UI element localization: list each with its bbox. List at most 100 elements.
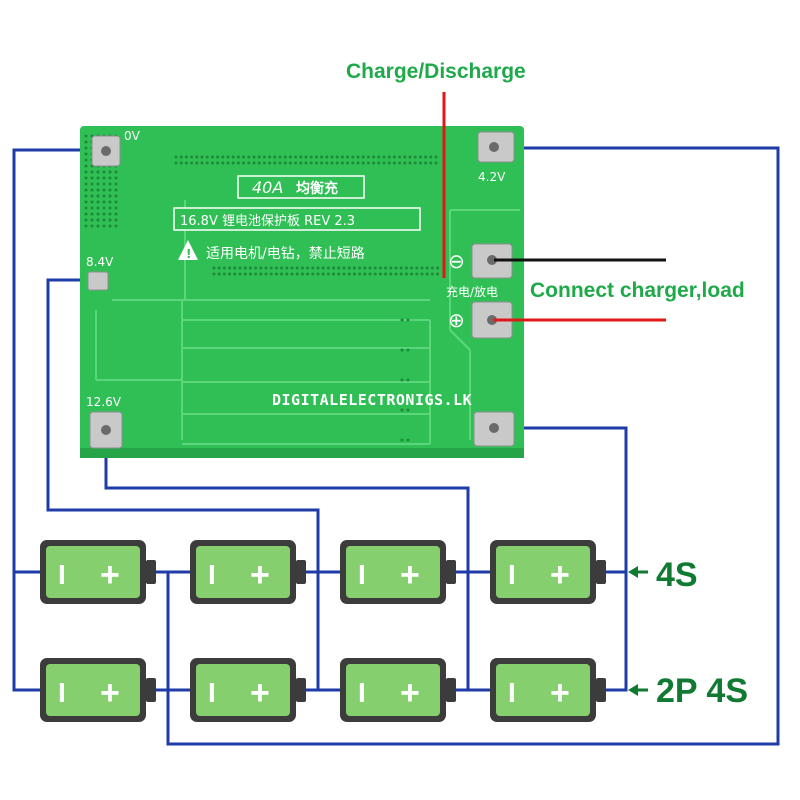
- via-dot: [352, 266, 356, 270]
- via-dot: [306, 272, 310, 276]
- via-dot: [408, 155, 412, 159]
- via-dot: [436, 272, 440, 276]
- via-dot: [404, 266, 408, 270]
- via-dot: [311, 272, 315, 276]
- via-dot: [340, 155, 344, 159]
- via-dot: [174, 155, 178, 159]
- pad-12v6-label: 12.6V: [86, 395, 122, 409]
- via-dot: [304, 155, 308, 159]
- via-dot: [373, 266, 377, 270]
- via-dot: [295, 272, 299, 276]
- pad-p-plus-hole: [487, 315, 497, 325]
- via-dot: [248, 266, 252, 270]
- via-dot: [304, 161, 308, 165]
- title-box: [173, 207, 421, 231]
- via-dot: [400, 348, 404, 352]
- via-dot: [210, 161, 214, 165]
- via-dot: [242, 155, 246, 159]
- via-dot: [247, 155, 251, 159]
- via-dot: [269, 272, 273, 276]
- via-dot: [320, 155, 324, 159]
- via-dot: [273, 161, 277, 165]
- via-dot: [102, 212, 106, 216]
- via-dot: [228, 272, 232, 276]
- via-dot: [285, 272, 289, 276]
- via-dot: [306, 266, 310, 270]
- battery-fill: [46, 664, 140, 716]
- via-dot: [400, 438, 404, 442]
- battery-fill: [196, 664, 290, 716]
- via-dot: [102, 170, 106, 174]
- via-dot: [84, 212, 88, 216]
- via-dot: [212, 272, 216, 276]
- via-dot: [294, 155, 298, 159]
- battery-fill: [196, 546, 290, 598]
- via-dot: [221, 161, 225, 165]
- battery-positive-mark: +: [100, 556, 120, 594]
- pad-4v2-hole: [489, 142, 499, 152]
- via-dot: [84, 206, 88, 210]
- via-dot: [283, 161, 287, 165]
- via-dot: [217, 266, 221, 270]
- via-dot: [259, 272, 263, 276]
- via-dot: [84, 224, 88, 228]
- via-dot: [358, 266, 362, 270]
- via-dot: [102, 182, 106, 186]
- via-dot: [300, 266, 304, 270]
- via-dot: [231, 161, 235, 165]
- arrowhead-4s-icon: [628, 566, 638, 578]
- battery-terminal: [146, 678, 156, 702]
- via-dot: [84, 200, 88, 204]
- via-dot: [108, 182, 112, 186]
- via-dot: [264, 272, 268, 276]
- via-dot: [400, 318, 404, 322]
- via-dot: [288, 155, 292, 159]
- via-dot: [368, 266, 372, 270]
- via-dot: [363, 272, 367, 276]
- via-dot: [378, 272, 382, 276]
- via-dot: [252, 155, 256, 159]
- via-dot: [288, 161, 292, 165]
- via-dot: [102, 188, 106, 192]
- battery-negative-mark: I: [58, 559, 66, 590]
- battery-cell: I+: [340, 540, 456, 604]
- via-dot: [90, 188, 94, 192]
- via-dot: [233, 266, 237, 270]
- via-dot: [233, 272, 237, 276]
- via-dot: [200, 155, 204, 159]
- via-dot: [226, 155, 230, 159]
- via-dot: [399, 266, 403, 270]
- battery-negative-mark: I: [358, 677, 366, 708]
- via-dot: [332, 272, 336, 276]
- via-dot: [264, 266, 268, 270]
- battery-positive-mark: +: [400, 556, 420, 594]
- via-dot: [268, 161, 272, 165]
- via-dot: [114, 176, 118, 180]
- battery-fill: [496, 546, 590, 598]
- rating-cn: 均衡充: [296, 180, 338, 197]
- via-dot: [373, 272, 377, 276]
- via-dot: [84, 188, 88, 192]
- battery-positive-mark: +: [100, 674, 120, 712]
- charger-wires: [442, 92, 666, 322]
- label-2p4s-group: 2P 4S: [628, 672, 748, 710]
- via-dot: [280, 272, 284, 276]
- via-dot: [84, 218, 88, 222]
- via-dot: [108, 212, 112, 216]
- via-dot: [342, 266, 346, 270]
- via-dot: [102, 194, 106, 198]
- via-dot: [238, 272, 242, 276]
- via-dot: [102, 218, 106, 222]
- via-dot: [299, 161, 303, 165]
- battery-fill: [46, 546, 140, 598]
- battery-cell: I+: [190, 658, 306, 722]
- via-dot: [415, 266, 419, 270]
- battery-terminal: [596, 678, 606, 702]
- via-dot: [248, 272, 252, 276]
- via-dot: [330, 155, 334, 159]
- via-dot: [184, 161, 188, 165]
- via-dot: [222, 272, 226, 276]
- via-dot: [406, 348, 410, 352]
- via-dot: [394, 272, 398, 276]
